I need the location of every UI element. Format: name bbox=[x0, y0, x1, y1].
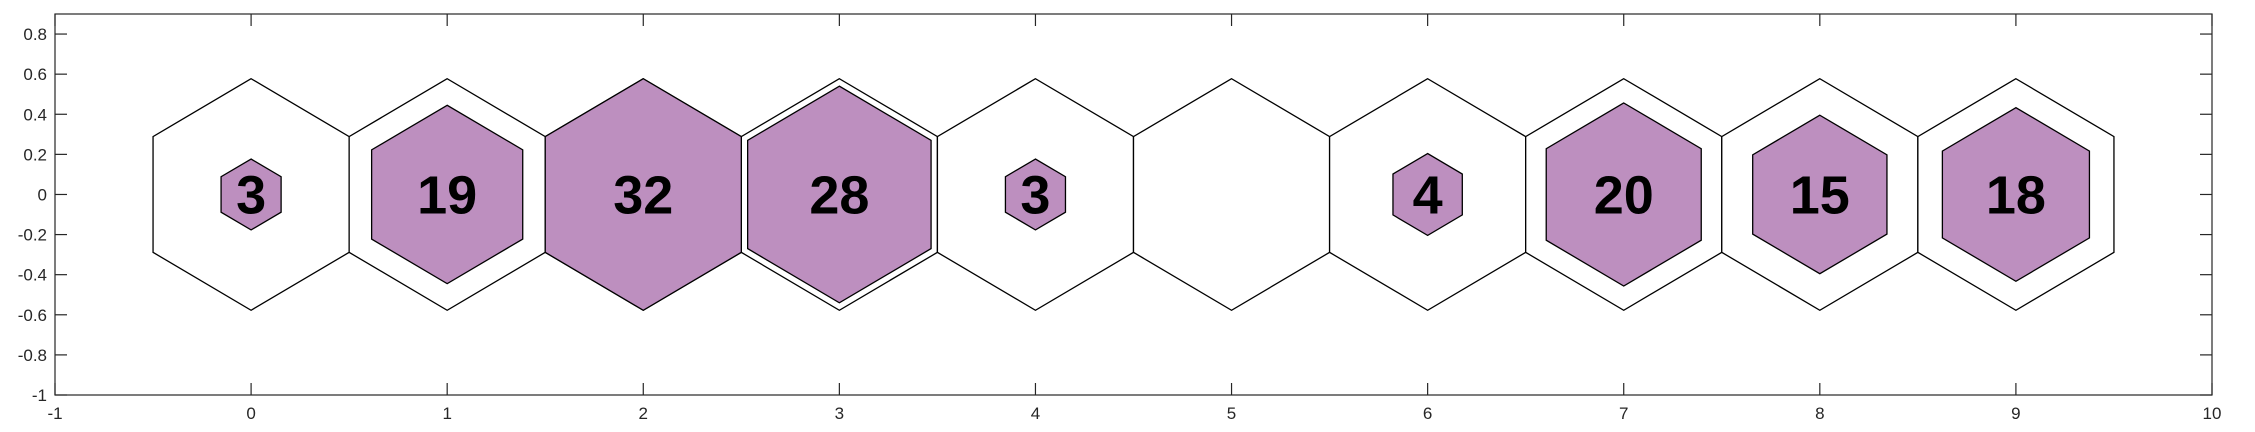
hex-value-mark bbox=[544, 77, 742, 312]
x-tick-label: 9 bbox=[2011, 404, 2020, 423]
y-tick-label: -0.8 bbox=[18, 346, 47, 365]
x-tick-label: 10 bbox=[2203, 404, 2222, 423]
plot-frame bbox=[54, 13, 2213, 396]
hex-value-mark bbox=[1545, 102, 1702, 287]
hex-value-label: 19 bbox=[417, 165, 477, 225]
hex-value-mark bbox=[747, 85, 932, 304]
y-tick-label: 0.4 bbox=[23, 105, 47, 124]
hex-value-label: 3 bbox=[1020, 165, 1050, 225]
hex-cell-outline bbox=[1132, 77, 1331, 312]
y-tick-label: 0.6 bbox=[23, 65, 47, 84]
axes: -1 0 1 2 3 4 5 6 7 8 9 10 -1 -0.8 -0.6 -0.4 -0.2 0 0.2 0.4 0… bbox=[18, 13, 2222, 423]
hex-value-mark bbox=[1392, 152, 1463, 237]
hex-value-mark bbox=[370, 104, 524, 285]
hex-value-label: 18 bbox=[1986, 165, 2046, 225]
y-tick-label: -0.2 bbox=[18, 226, 47, 245]
x-tick-label: 1 bbox=[442, 404, 451, 423]
y-tick-label: 0 bbox=[38, 185, 47, 204]
x-tick-label: 5 bbox=[1227, 404, 1236, 423]
y-tick-label: 0.8 bbox=[23, 25, 47, 44]
hex-value-mark bbox=[1752, 114, 1888, 275]
x-tick-label: 7 bbox=[1619, 404, 1628, 423]
y-tick-label: -0.4 bbox=[18, 266, 47, 285]
y-tick-label: 0.2 bbox=[23, 145, 47, 164]
y-tick-label: -1 bbox=[32, 386, 47, 405]
x-tick-label: 8 bbox=[1815, 404, 1824, 423]
x-tick-label: 3 bbox=[835, 404, 844, 423]
x-tick-label: 4 bbox=[1031, 404, 1040, 423]
hex-value-mark bbox=[1941, 106, 2091, 283]
hex-value-label: 28 bbox=[809, 165, 869, 225]
y-tick-label: -0.6 bbox=[18, 306, 47, 325]
hex-value-mark bbox=[220, 158, 282, 231]
x-tick-label: 0 bbox=[246, 404, 255, 423]
hex-value-label: 3 bbox=[236, 165, 266, 225]
x-tick-label: -1 bbox=[47, 404, 62, 423]
hex-value-label: 15 bbox=[1790, 165, 1850, 225]
hex-value-label: 4 bbox=[1413, 165, 1443, 225]
hex-value-label: 32 bbox=[613, 165, 673, 225]
hexagon-layer: 3 19 32 28 3 4 20 15 18 bbox=[152, 77, 2115, 312]
x-tick-label: 2 bbox=[639, 404, 648, 423]
hex-value-mark bbox=[1004, 158, 1067, 231]
hex-value-label: 20 bbox=[1594, 165, 1654, 225]
x-tick-label: 6 bbox=[1423, 404, 1432, 423]
